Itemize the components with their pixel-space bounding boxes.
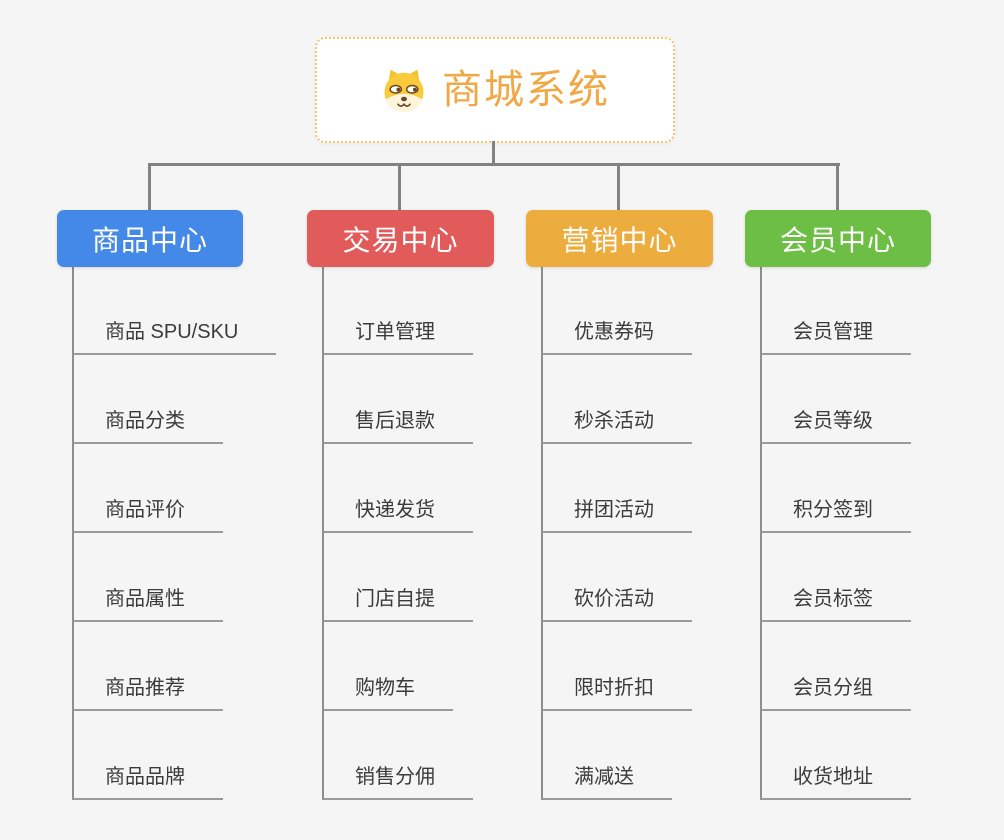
leaf-node[interactable]: 商品属性 (73, 578, 223, 622)
leaf-node[interactable]: 售后退款 (323, 400, 473, 444)
connector-drop-3 (617, 166, 620, 210)
branch-label: 营销中心 (561, 224, 678, 256)
connector-root-drop (492, 141, 495, 165)
leaf-node[interactable]: 商品 SPU/SKU (73, 311, 277, 355)
branch-node[interactable]: 交易中心 (307, 210, 494, 267)
leaf-node[interactable]: 秒杀活动 (542, 400, 692, 444)
branch-label: 交易中心 (342, 224, 459, 256)
leaf-node[interactable]: 商品推荐 (73, 667, 223, 711)
branch-trunk-line (72, 267, 74, 800)
leaf-node[interactable]: 商品评价 (73, 489, 223, 533)
branch-leaves: 会员管理会员等级积分签到会员标签会员分组收货地址 (745, 210, 995, 840)
connector-rail (148, 163, 840, 166)
branch-column: 会员中心 会员管理会员等级积分签到会员标签会员分组收货地址 (745, 210, 995, 840)
branch-trunk-line (541, 267, 543, 800)
branch-column: 营销中心 优惠券码秒杀活动拼团活动砍价活动限时折扣满减送 (526, 210, 776, 840)
branches: 商品中心 商品 SPU/SKU 商品分类商品评价商品属性商品推荐商品品牌 交易中心… (0, 210, 1004, 840)
leaf-node[interactable]: 优惠券码 (542, 311, 692, 355)
leaf-node[interactable]: 销售分佣 (323, 756, 473, 800)
leaf-node[interactable]: 购物车 (323, 667, 453, 711)
branch-leaves: 优惠券码秒杀活动拼团活动砍价活动限时折扣满减送 (526, 210, 776, 840)
branch-trunk-line (760, 267, 762, 800)
leaf-node[interactable]: 商品品牌 (73, 756, 223, 800)
branch-node[interactable]: 会员中心 (745, 210, 931, 267)
connector-drop-4 (836, 166, 839, 210)
root-node[interactable]: 商城系统 (315, 37, 675, 143)
branch-node[interactable]: 营销中心 (526, 210, 713, 267)
branch-label: 商品中心 (91, 224, 208, 256)
branch-trunk-line (322, 267, 324, 800)
branch-leaves: 订单管理售后退款快递发货门店自提购物车销售分佣 (307, 210, 557, 840)
leaf-node[interactable]: 砍价活动 (542, 578, 692, 622)
leaf-node[interactable]: 限时折扣 (542, 667, 692, 711)
branch-column: 交易中心 订单管理售后退款快递发货门店自提购物车销售分佣 (307, 210, 557, 840)
leaf-node[interactable]: 订单管理 (323, 311, 473, 355)
branch-leaves: 商品 SPU/SKU 商品分类商品评价商品属性商品推荐商品品牌 (57, 210, 307, 840)
shiba-dog-icon (384, 69, 424, 112)
leaf-node[interactable]: 积分签到 (761, 489, 911, 533)
leaf-node[interactable]: 会员管理 (761, 311, 911, 355)
connector-drop-1 (148, 166, 151, 210)
root-title: 商城系统 (442, 68, 610, 112)
leaf-node[interactable]: 会员分组 (761, 667, 911, 711)
leaf-node[interactable]: 拼团活动 (542, 489, 692, 533)
leaf-node[interactable]: 快递发货 (323, 489, 473, 533)
leaf-node[interactable]: 收货地址 (761, 756, 911, 800)
leaf-node[interactable]: 会员标签 (761, 578, 911, 622)
leaf-node[interactable]: 商品分类 (73, 400, 223, 444)
leaf-node[interactable]: 会员等级 (761, 400, 911, 444)
connector-drop-2 (398, 166, 401, 210)
branch-label: 会员中心 (779, 224, 896, 256)
leaf-node[interactable]: 满减送 (542, 756, 672, 800)
branch-column: 商品中心 商品 SPU/SKU 商品分类商品评价商品属性商品推荐商品品牌 (57, 210, 307, 840)
branch-node[interactable]: 商品中心 (57, 210, 243, 267)
leaf-node[interactable]: 门店自提 (323, 578, 473, 622)
